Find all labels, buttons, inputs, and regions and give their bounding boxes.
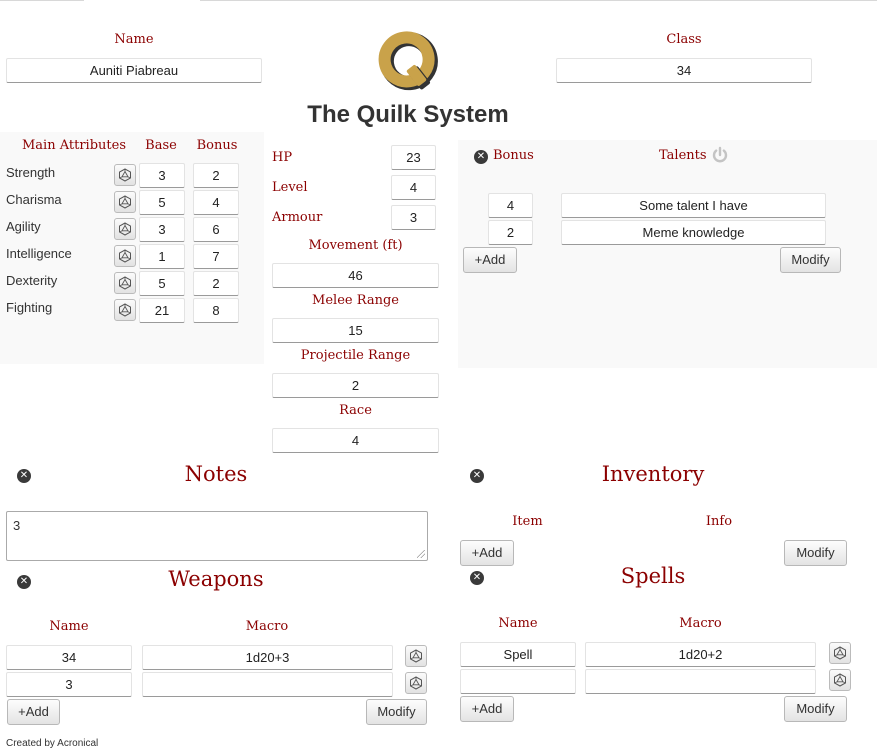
level-label: Level: [272, 180, 308, 195]
notes-close-icon[interactable]: ✕: [17, 469, 31, 483]
attribute-base-input[interactable]: 3: [139, 217, 185, 242]
weapons-close-icon[interactable]: ✕: [17, 575, 31, 589]
melee-range-label: Melee Range: [312, 293, 399, 308]
attribute-roll-d20-dice-icon[interactable]: [114, 245, 136, 267]
spells-name-header: Name: [498, 616, 538, 631]
armour-input[interactable]: 3: [391, 205, 436, 230]
name-input[interactable]: Auniti Piabreau: [6, 58, 262, 83]
inventory-title: Inventory: [601, 462, 705, 486]
inventory-info-header: Info: [705, 514, 733, 529]
main-attributes-header: Main Attributes: [22, 138, 126, 153]
notes-text: 3: [13, 518, 21, 533]
weapon-name-input[interactable]: 34: [6, 645, 132, 670]
race-input[interactable]: 4: [272, 428, 439, 453]
talents-header: Talents: [659, 148, 707, 163]
melee-range-input[interactable]: 15: [272, 318, 439, 343]
attribute-name: Charisma: [6, 192, 62, 207]
attribute-bonus-input[interactable]: 2: [193, 271, 239, 296]
bonus-header: Bonus: [196, 138, 238, 153]
weapons-macro-header: Macro: [245, 619, 289, 634]
notes-textarea[interactable]: 3: [6, 511, 428, 561]
spell-roll-d20-dice-icon[interactable]: [829, 642, 851, 664]
projectile-range-input[interactable]: 2: [272, 373, 439, 398]
talent-bonus-input[interactable]: 4: [488, 193, 533, 218]
talent-bonus-input[interactable]: 2: [488, 220, 533, 245]
movement-label: Movement (ft): [308, 238, 403, 253]
resize-grip-icon[interactable]: [417, 550, 425, 558]
attribute-bonus-input[interactable]: 4: [193, 190, 239, 215]
spells-macro-header: Macro: [679, 616, 722, 631]
weapons-add-button[interactable]: +Add: [7, 699, 60, 725]
attribute-base-input[interactable]: 5: [139, 190, 185, 215]
attribute-base-input[interactable]: 3: [139, 163, 185, 188]
talent-input[interactable]: Some talent I have: [561, 193, 826, 218]
attribute-name: Agility: [6, 219, 41, 234]
weapon-roll-d20-dice-icon[interactable]: [405, 645, 427, 667]
inventory-modify-button[interactable]: Modify: [784, 540, 847, 566]
weapon-macro-input[interactable]: [142, 672, 393, 697]
inventory-close-icon[interactable]: ✕: [470, 469, 484, 483]
weapon-roll-d20-dice-icon[interactable]: [405, 672, 427, 694]
spell-macro-input[interactable]: [585, 669, 816, 694]
spells-title: Spells: [620, 564, 686, 588]
hp-input[interactable]: 23: [391, 145, 436, 170]
quilk-logo: [378, 28, 442, 96]
spell-roll-d20-dice-icon[interactable]: [829, 669, 851, 691]
projectile-range-label: Projectile Range: [300, 348, 411, 363]
movement-input[interactable]: 46: [272, 263, 439, 288]
hp-label: HP: [272, 150, 293, 165]
attribute-bonus-input[interactable]: 2: [193, 163, 239, 188]
class-label: Class: [666, 32, 702, 47]
spell-name-input[interactable]: [460, 669, 576, 694]
remove-bonus-close-icon[interactable]: ✕: [474, 150, 488, 164]
spell-macro-input[interactable]: 1d20+2: [585, 642, 816, 667]
base-header: Base: [145, 138, 177, 153]
inventory-add-button[interactable]: +Add: [460, 540, 514, 566]
active-tab-indicator: [84, 0, 200, 2]
race-label: Race: [339, 403, 372, 418]
attribute-base-input[interactable]: 5: [139, 271, 185, 296]
inventory-item-header: Item: [512, 514, 543, 529]
attribute-base-input[interactable]: 21: [139, 298, 185, 323]
attribute-bonus-input[interactable]: 6: [193, 217, 239, 242]
name-label: Name: [114, 32, 154, 47]
top-border: [0, 0, 877, 1]
weapons-modify-button[interactable]: Modify: [366, 699, 427, 725]
weapons-name-header: Name: [49, 619, 89, 634]
attribute-bonus-input[interactable]: 7: [193, 244, 239, 269]
weapon-macro-input[interactable]: 1d20+3: [142, 645, 393, 670]
power-icon[interactable]: [711, 146, 729, 164]
footer-credit: Created by Acronical: [6, 738, 99, 749]
notes-title: Notes: [184, 462, 248, 486]
weapon-name-input[interactable]: 3: [6, 672, 132, 697]
talents-add-button[interactable]: +Add: [463, 247, 517, 273]
attribute-name: Strength: [6, 165, 56, 180]
attribute-name: Fighting: [6, 300, 53, 315]
attribute-roll-d20-dice-icon[interactable]: [114, 164, 136, 186]
attribute-roll-d20-dice-icon[interactable]: [114, 299, 136, 321]
weapons-title: Weapons: [168, 567, 264, 591]
spells-close-icon[interactable]: ✕: [470, 571, 484, 585]
spell-name-input[interactable]: Spell: [460, 642, 576, 667]
attribute-bonus-input[interactable]: 8: [193, 298, 239, 323]
talents-modify-button[interactable]: Modify: [780, 247, 841, 273]
attribute-roll-d20-dice-icon[interactable]: [114, 218, 136, 240]
spells-add-button[interactable]: +Add: [460, 696, 514, 722]
attribute-base-input[interactable]: 1: [139, 244, 185, 269]
level-input[interactable]: 4: [391, 175, 436, 200]
talent-bonus-header: Bonus: [493, 148, 534, 163]
talent-input[interactable]: Meme knowledge: [561, 220, 826, 245]
spells-modify-button[interactable]: Modify: [784, 696, 847, 722]
attribute-name: Dexterity: [6, 273, 58, 288]
attribute-roll-d20-dice-icon[interactable]: [114, 272, 136, 294]
armour-label: Armour: [272, 210, 323, 225]
attribute-name: Intelligence: [6, 246, 72, 261]
attribute-roll-d20-dice-icon[interactable]: [114, 191, 136, 213]
class-input[interactable]: 34: [556, 58, 812, 83]
page-title: The Quilk System: [307, 101, 509, 128]
